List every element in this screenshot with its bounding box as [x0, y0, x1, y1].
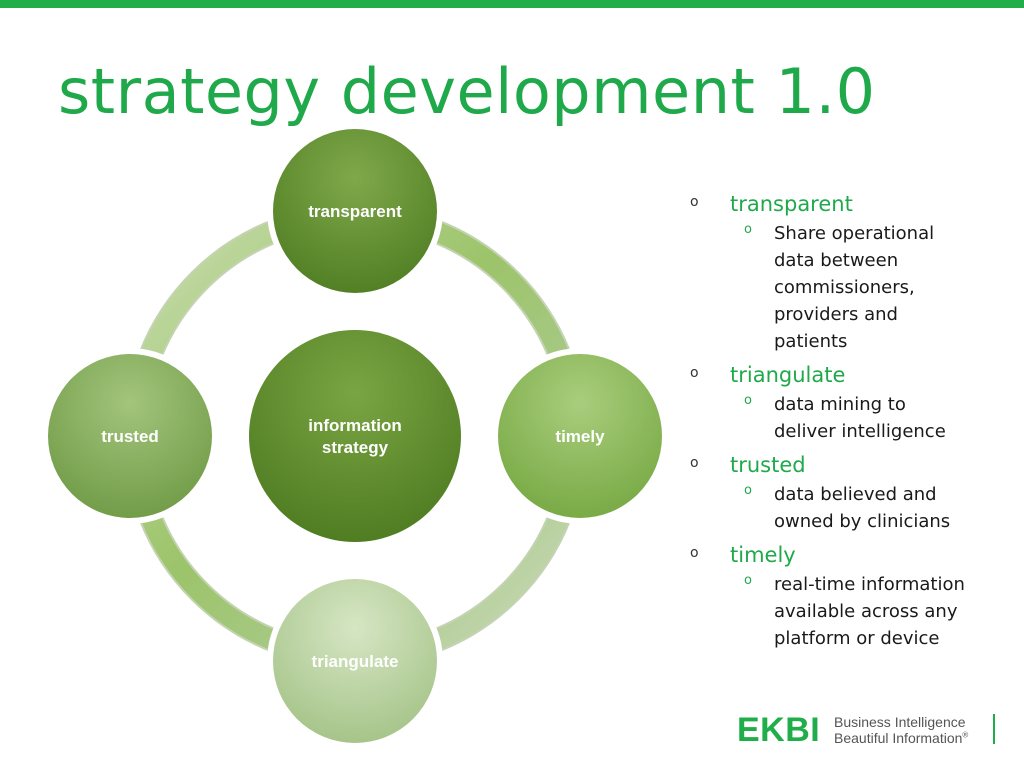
node-timely: timely [492, 348, 668, 524]
bullet-trusted: o trusted [690, 451, 1020, 479]
sub-bullet-line: deliver intelligence [774, 421, 946, 442]
node-triangulate: triangulate [267, 573, 443, 749]
sub-bullet-line: providers and [774, 304, 898, 325]
node-timely-label: timely [555, 427, 605, 446]
sub-bullet-line: data believed and [774, 484, 937, 505]
center-label-line2: strategy [322, 438, 389, 457]
slide-title: strategy development 1.0 [58, 55, 876, 128]
sub-bullet-marker: o [744, 393, 752, 408]
sub-bullet-line: data between [774, 250, 899, 271]
node-transparent-label: transparent [308, 202, 402, 221]
sub-bullet: o data believed and owned by clinicians [690, 481, 1020, 535]
node-triangulate-label: triangulate [312, 652, 399, 671]
registered-mark: ® [962, 730, 969, 740]
node-information-strategy: information strategy [243, 324, 467, 548]
sub-bullet: o real-time information available across… [690, 571, 1020, 652]
bullet-heading: timely [730, 543, 796, 567]
sub-bullet: o Share operational data between commiss… [690, 220, 1020, 355]
sub-bullet-line: commissioners, [774, 277, 915, 298]
logo-separator [993, 714, 995, 744]
sub-bullet-marker: o [744, 483, 752, 498]
sub-bullet-line: platform or device [774, 628, 940, 649]
sub-bullet-marker: o [744, 222, 752, 237]
bullet-timely: o timely [690, 541, 1020, 569]
logo-mark: EKBI [737, 711, 821, 749]
top-accent-bar [0, 0, 1024, 8]
sub-bullet-line: patients [774, 331, 848, 352]
bullet-marker: o [690, 545, 699, 561]
logo-tagline-2: Beautiful Information® [834, 730, 968, 746]
logo-tagline-2-text: Beautiful Information [834, 730, 963, 746]
bullet-heading: triangulate [730, 363, 846, 387]
bullet-marker: o [690, 194, 699, 210]
sub-bullet-line: available across any [774, 601, 958, 622]
bullet-transparent: o transparent [690, 190, 1020, 218]
ekbi-logo: EKBI Business Intelligence Beautiful Inf… [737, 712, 1007, 748]
sub-bullet: o data mining to deliver intelligence [690, 391, 1020, 445]
bullet-heading: transparent [730, 192, 853, 216]
bullet-triangulate: o triangulate [690, 361, 1020, 389]
sub-bullet-line: owned by clinicians [774, 511, 951, 532]
node-transparent: transparent [267, 123, 443, 299]
center-label-line1: information [308, 416, 402, 435]
sub-bullet-line: Share operational [774, 223, 935, 244]
sub-bullet-marker: o [744, 573, 752, 588]
node-trusted-label: trusted [101, 427, 159, 446]
bullet-heading: trusted [730, 453, 806, 477]
bullet-list: o transparent o Share operational data b… [690, 190, 1020, 658]
sub-bullet-line: real-time information [774, 574, 965, 595]
logo-tagline-1: Business Intelligence [834, 714, 966, 730]
bullet-marker: o [690, 365, 699, 381]
node-trusted: trusted [42, 348, 218, 524]
sub-bullet-line: data mining to [774, 394, 906, 415]
bullet-marker: o [690, 455, 699, 471]
